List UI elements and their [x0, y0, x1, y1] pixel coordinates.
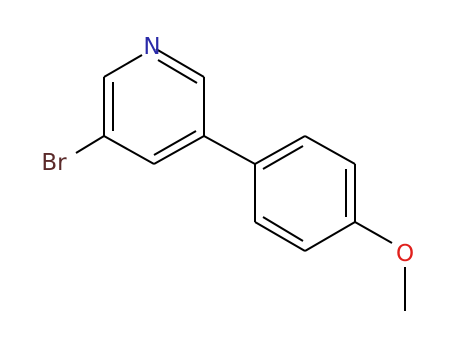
methoxy-group: O [354, 221, 414, 311]
bond-b5-b6-double [262, 216, 304, 242]
bromine-substituent: Br [41, 135, 105, 176]
bond-n1-c2 [155, 48, 205, 78]
oxygen-atom-label: O [396, 241, 414, 267]
bond-n1-c2-double [157, 59, 198, 84]
bond-b1-b2 [254, 135, 306, 165]
bond-b4-b5 [304, 221, 356, 252]
bond-b1-b2-double [262, 145, 304, 170]
bond-c3-c4 [153, 135, 205, 165]
biaryl-bond [203, 135, 256, 165]
benzene-ring [254, 135, 356, 252]
bond-b2-b3 [304, 135, 356, 165]
bond-b4-o [354, 221, 393, 244]
bond-c6-n1 [103, 54, 143, 78]
bromine-atom-label: Br [41, 150, 67, 176]
pyridine-ring [103, 48, 205, 165]
bond-c3-c4-double [153, 130, 197, 156]
bond-c5-br [75, 135, 105, 154]
bond-c4-c5 [103, 135, 155, 165]
nitrogen-atom: N [143, 34, 160, 60]
bond-b5-b6 [254, 221, 306, 252]
nitrogen-atom-label: N [143, 34, 160, 60]
